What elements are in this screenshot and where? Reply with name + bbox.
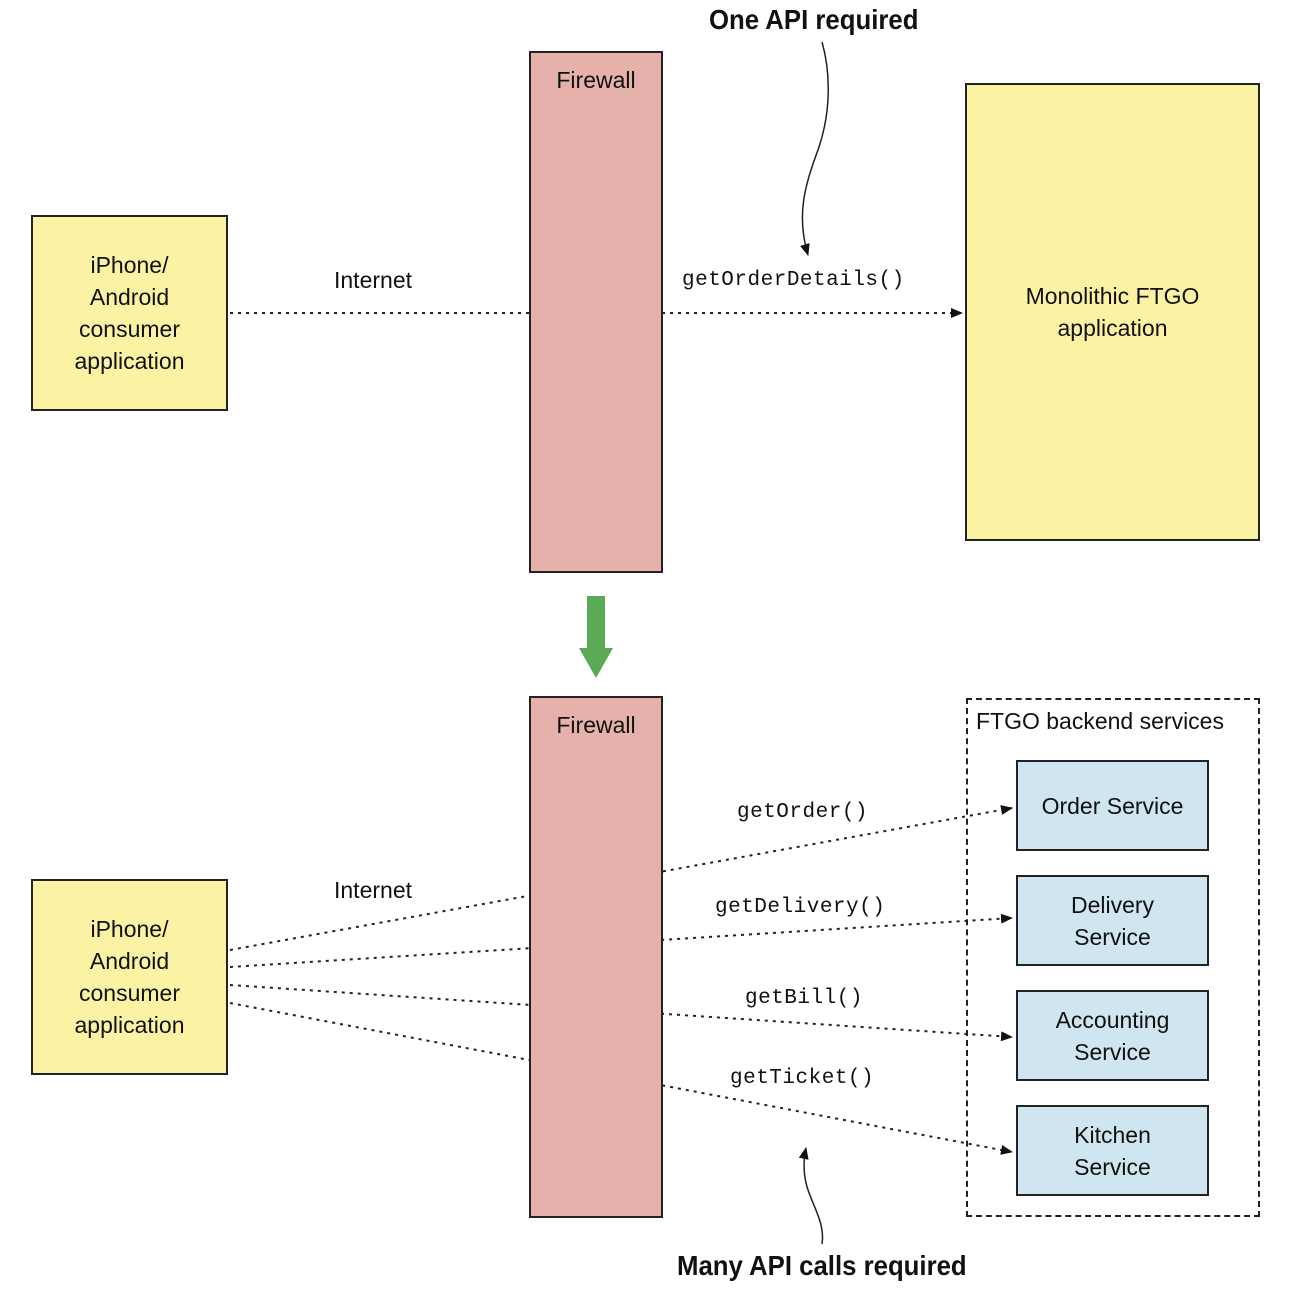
top-firewall: Firewall <box>529 51 663 573</box>
call-label-get-bill: getBill() <box>745 987 863 1010</box>
monolith-box: Monolithic FTGO application <box>965 83 1260 541</box>
bottom-callout-pointer <box>798 1147 824 1245</box>
bottom-callout-text: Many API calls required <box>677 1250 967 1281</box>
backend-services-label: FTGO backend services <box>976 708 1224 734</box>
bottom-connector-delivery <box>229 913 1013 968</box>
kitchen-service-box: Kitchen Service <box>1016 1105 1209 1196</box>
top-callout-pointer <box>800 41 830 256</box>
top-call-label: getOrderDetails() <box>682 269 905 292</box>
bottom-firewall-label: Firewall <box>556 712 636 738</box>
call-label-get-delivery: getDelivery() <box>715 896 886 919</box>
top-client-app-box: iPhone/ Android consumer application <box>31 215 228 411</box>
call-label-get-ticket: getTicket() <box>730 1067 875 1090</box>
accounting-service-box: Accounting Service <box>1016 990 1209 1081</box>
bottom-connector-accounting <box>229 984 1013 1042</box>
monolith-label: Monolithic FTGO application <box>1025 283 1200 341</box>
backend-services-group: FTGO backend services <box>966 698 1260 1217</box>
bottom-firewall: Firewall <box>529 696 663 1218</box>
bottom-internet-label: Internet <box>334 877 412 903</box>
top-callout-text: One API required <box>709 4 919 35</box>
order-service-box: Order Service <box>1016 760 1209 851</box>
transition-arrow-icon <box>579 596 613 678</box>
top-internet-label: Internet <box>334 267 412 293</box>
bottom-client-app-box: iPhone/ Android consumer application <box>31 879 228 1075</box>
top-firewall-label: Firewall <box>556 67 636 93</box>
call-label-get-order: getOrder() <box>737 801 869 824</box>
delivery-service-box: Delivery Service <box>1016 875 1209 966</box>
